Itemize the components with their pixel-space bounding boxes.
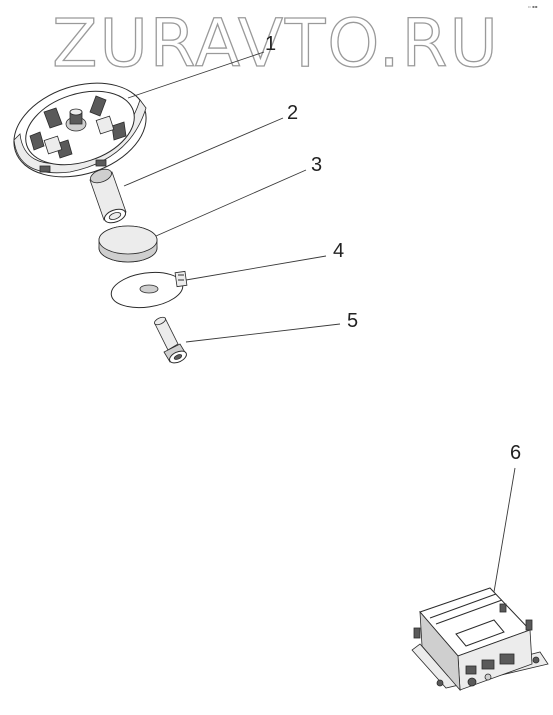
callout-2: 2 bbox=[287, 102, 298, 124]
corner-mark: ▫ ▪▪ bbox=[528, 4, 538, 9]
watermark-text: ZURAVTO.RU bbox=[52, 5, 500, 82]
part-3-cap bbox=[98, 225, 158, 263]
callout-3: 3 bbox=[311, 154, 322, 176]
callout-labels: 1 2 3 4 5 6 bbox=[265, 33, 521, 464]
part-6-control-box bbox=[411, 587, 549, 692]
leader-line-2 bbox=[123, 117, 284, 187]
leader-line-1 bbox=[127, 51, 265, 99]
callout-4: 4 bbox=[333, 240, 344, 262]
callout-5: 5 bbox=[347, 310, 358, 332]
callout-6: 6 bbox=[510, 442, 521, 464]
leader-line-6 bbox=[493, 467, 516, 593]
leader-line-4 bbox=[185, 255, 327, 281]
part-4-plate bbox=[110, 270, 188, 309]
callout-1: 1 bbox=[265, 33, 276, 55]
part-2-sleeve bbox=[89, 168, 127, 224]
leader-line-5 bbox=[185, 323, 341, 343]
leader-lines bbox=[123, 51, 516, 593]
part-5-bolt bbox=[154, 316, 187, 364]
leader-line-3 bbox=[155, 169, 307, 237]
part-1-antenna-housing bbox=[13, 82, 147, 178]
